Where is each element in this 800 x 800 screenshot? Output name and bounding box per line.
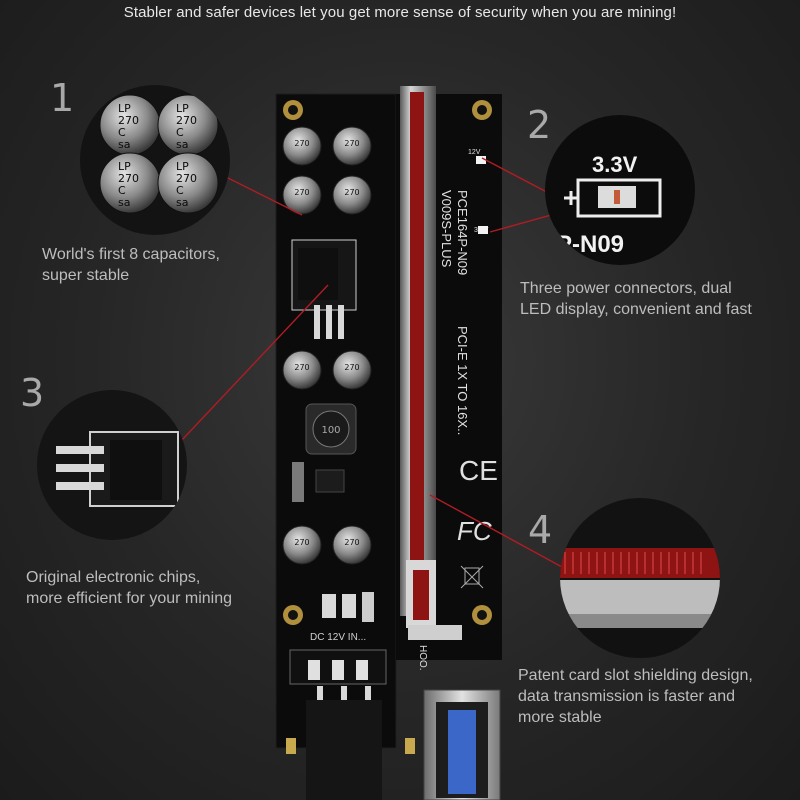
- zoom-circle-led: 3.3V P-N09: [545, 115, 695, 265]
- caption-line: more efficient for your mining: [26, 590, 233, 607]
- caption-line: World's first 8 capacitors,: [42, 246, 220, 263]
- cap-text: sa: [118, 138, 130, 151]
- svg-text:270: 270: [294, 538, 309, 547]
- caption-line: super stable: [42, 267, 130, 284]
- cap-text: sa: [118, 196, 130, 209]
- cap-text: 270: [118, 172, 139, 185]
- svg-text:270: 270: [344, 363, 359, 372]
- slot-label: HOO.: [417, 645, 428, 671]
- svg-text:270: 270: [344, 139, 359, 148]
- inductor-label: 100: [321, 425, 340, 436]
- caption-line: data transmission is faster and: [518, 688, 735, 705]
- feature-caption-2: Three power connectors, dual LED display…: [520, 278, 752, 320]
- cap-text: LP: [176, 160, 189, 173]
- cap-text: sa: [176, 196, 188, 209]
- board-capacitors: 270 270 270 270 270 270 270 270: [282, 126, 372, 565]
- usb-port: [423, 689, 501, 800]
- caption-line: Original electronic chips,: [26, 569, 201, 586]
- caption-line: more stable: [518, 709, 602, 726]
- headline: Stabler and safer devices let you get mo…: [123, 4, 677, 21]
- feature-number-2: 2: [527, 103, 552, 147]
- feature-caption-1: World's first 8 capacitors, super stable: [42, 244, 220, 286]
- ce-mark: CE: [459, 455, 498, 486]
- pin-header: [292, 462, 304, 502]
- feature-number-1: 1: [50, 76, 75, 120]
- svg-text:270: 270: [294, 139, 309, 148]
- weee-symbol: [460, 565, 484, 589]
- caption-line: LED display, convenient and fast: [520, 301, 752, 318]
- cap-text: 270: [176, 114, 197, 127]
- power-connector: DC 12V IN...: [286, 592, 415, 800]
- svg-text:270: 270: [294, 188, 309, 197]
- svg-text:270: 270: [344, 188, 359, 197]
- svg-text:270: 270: [294, 363, 309, 372]
- led-label-12v: 12V: [468, 149, 481, 156]
- feature-caption-4: Patent card slot shielding design, data …: [518, 665, 753, 728]
- small-ic: [315, 469, 345, 493]
- zoom-voltage-label: 3.3V: [592, 152, 638, 177]
- cap-text: C: [176, 184, 184, 197]
- cap-text: LP: [176, 102, 189, 115]
- feature-caption-3: Original electronic chips, more efficien…: [26, 567, 232, 609]
- board-model-text: PCE164P-N09: [455, 190, 470, 275]
- led-33v: [478, 226, 488, 234]
- inductor: 100: [305, 403, 357, 455]
- caption-line: Three power connectors, dual: [520, 280, 732, 297]
- zoom-circle-slot: [560, 498, 720, 658]
- led-12v: [476, 156, 486, 164]
- feature-number-3: 3: [20, 371, 45, 415]
- pcie-slot: [400, 86, 462, 640]
- fc-mark: FC: [457, 516, 492, 546]
- zoom-circle-chip: [37, 390, 187, 540]
- feature-number-4: 4: [528, 508, 553, 552]
- cap-text: C: [118, 184, 126, 197]
- cap-text: 270: [176, 172, 197, 185]
- cap-text: LP: [118, 102, 131, 115]
- board-version-text: V009S-PLUS: [439, 190, 454, 268]
- power-label: DC 12V IN...: [310, 632, 366, 643]
- caption-line: Patent card slot shielding design,: [518, 667, 753, 684]
- zoom-partial-model: P-N09: [556, 231, 624, 258]
- regulator-chip: [291, 239, 357, 339]
- cap-text: C: [118, 126, 126, 139]
- cap-text: 270: [118, 114, 139, 127]
- svg-text:270: 270: [344, 538, 359, 547]
- cap-text: sa: [176, 138, 188, 151]
- cap-text: LP: [118, 160, 131, 173]
- board-interface-text: PCI-E 1X TO 16X..: [455, 326, 470, 435]
- zoom-circle-capacitors: LP 270 C sa LP 270 C sa LP 270 C sa LP 2…: [80, 85, 230, 235]
- cap-text: C: [176, 126, 184, 139]
